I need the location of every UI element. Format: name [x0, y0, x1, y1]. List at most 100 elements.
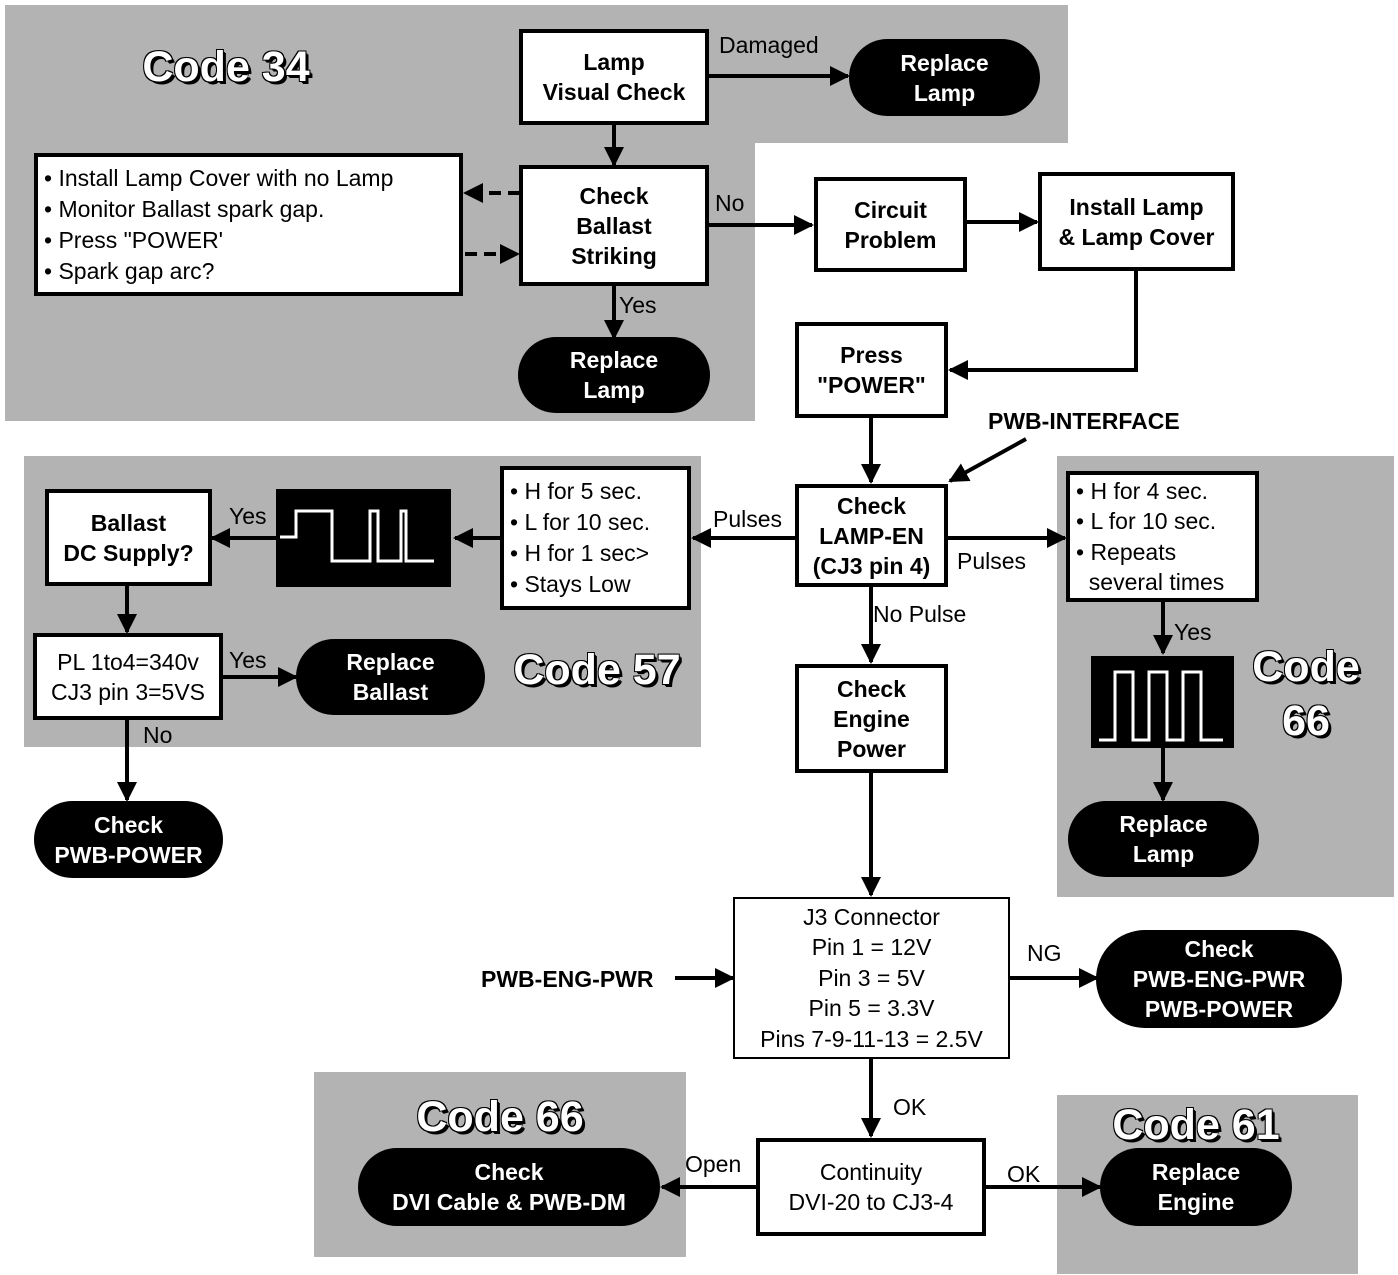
node-text: Circuit [854, 196, 927, 223]
list-item: • L for 10 sec. [510, 509, 651, 535]
node-text: Pins 7-9-11-13 = 2.5V [760, 1025, 983, 1052]
list-item: • H for 4 sec. [1076, 477, 1209, 504]
label-no-ballast: No [715, 190, 745, 216]
node-text: PWB-ENG-PWR [1132, 966, 1306, 992]
code-66-right-line1: Code [1252, 643, 1360, 691]
node-text: Replace [346, 649, 435, 675]
node-text: Lamp [913, 79, 976, 106]
node-text: Lamp [1132, 841, 1195, 867]
lamp-visual-check-box: Lamp Visual Check [519, 29, 709, 125]
continuity-box: Continuity DVI-20 to CJ3-4 [756, 1138, 986, 1236]
node-text: Engine [1157, 1189, 1235, 1215]
list-item: • Spark gap arc? [44, 257, 215, 284]
node-text: Pin 3 = 5V [818, 964, 925, 991]
replace-ballast-terminal: Replace Ballast [296, 639, 485, 715]
list-item: • L for 10 sec. [1076, 508, 1217, 534]
ballast-dc-supply-box: Ballast DC Supply? [45, 489, 212, 586]
code-34-title: Code 34 [142, 43, 310, 91]
code-61-title: Code 61 [1112, 1101, 1280, 1149]
node-text: PWB-POWER [54, 841, 203, 868]
node-text: Replace [1119, 811, 1208, 837]
node-text: Power [836, 735, 907, 762]
check-lamp-en-box: Check LAMP-EN (CJ3 pin 4) [795, 484, 948, 587]
waveform-57-trace [280, 509, 434, 563]
node-text: "POWER" [817, 372, 926, 398]
node-text: Check [474, 1159, 544, 1185]
node-text: (CJ3 pin 4) [812, 552, 931, 579]
label-pwb-eng-pwr: PWB-ENG-PWR [481, 966, 654, 992]
check-ballast-striking-box: Check Ballast Striking [519, 165, 709, 286]
press-power-box: Press "POWER" [795, 322, 948, 418]
replace-lamp-terminal-66: Replace Lamp [1068, 801, 1259, 877]
code-66-pulse-list: • H for 4 sec. • L for 10 sec. • Repeats… [1066, 471, 1259, 602]
spark-gap-steps-box: • Install Lamp Cover with no Lamp • Moni… [34, 153, 463, 296]
code-66-right-line2: 66 [1282, 697, 1330, 745]
label-ok-right: OK [1007, 1161, 1041, 1187]
node-text: LAMP-EN [819, 522, 924, 549]
code-66-bottom-title: Code 66 [416, 1093, 584, 1141]
node-text: Replace [900, 49, 989, 76]
circuit-problem-box: Circuit Problem [814, 177, 967, 272]
label-ok-down: OK [893, 1094, 927, 1120]
node-text: Check [579, 182, 649, 209]
label-pulses-right: Pulses [957, 548, 1027, 574]
node-text: & Lamp Cover [1058, 223, 1215, 250]
arrow-pwb-interface [948, 437, 1027, 483]
node-text: PL 1to4=340v [57, 648, 199, 675]
list-item: several times [1076, 569, 1225, 595]
node-text: Ballast [352, 679, 429, 705]
j3-connector-box: J3 Connector Pin 1 = 12V Pin 3 = 5V Pin … [733, 897, 1010, 1059]
node-text: Striking [571, 242, 657, 269]
node-text: DVI Cable & PWB-DM [392, 1189, 626, 1215]
label-yes-66: Yes [1174, 619, 1212, 645]
list-item: • Stays Low [510, 571, 631, 597]
node-text: Replace [569, 347, 659, 373]
label-yes-57-pl: Yes [229, 647, 267, 673]
node-text: Problem [844, 226, 937, 253]
code-57-title: Code 57 [513, 646, 681, 694]
label-open: Open [685, 1151, 742, 1177]
label-yes-ballast: Yes [619, 292, 657, 318]
label-pulses-left: Pulses [713, 506, 783, 532]
pl-voltage-check-box: PL 1to4=340v CJ3 pin 3=5VS [33, 633, 223, 720]
label-pwb-interface: PWB-INTERFACE [988, 408, 1180, 434]
node-text: Ballast [90, 509, 167, 536]
install-lamp-box: Install Lamp & Lamp Cover [1038, 172, 1235, 271]
node-text: Continuity [819, 1159, 923, 1185]
check-pwb-eng-pwr-terminal: Check PWB-ENG-PWR PWB-POWER [1096, 930, 1342, 1028]
node-text: Pin 1 = 12V [811, 934, 932, 961]
list-item: • H for 5 sec. [510, 478, 643, 504]
node-text: Lamp [583, 377, 645, 403]
code-57-pulse-list: • H for 5 sec. • L for 10 sec. • H for 1… [500, 466, 691, 610]
check-engine-power-box: Check Engine Power [795, 664, 948, 773]
code-66-waveform [1091, 656, 1234, 748]
replace-lamp-terminal-34: Replace Lamp [518, 337, 710, 413]
node-text: DC Supply? [63, 539, 194, 566]
node-text: Install Lamp [1069, 193, 1204, 220]
code-57-waveform [276, 489, 451, 587]
list-item: • Press "POWER' [44, 226, 224, 253]
node-text: Press [840, 342, 903, 368]
arrow-install-to-press [948, 271, 1138, 380]
label-no-pulse: No Pulse [873, 601, 967, 627]
list-item: • H for 1 sec> [510, 540, 650, 566]
check-dvi-cable-terminal: Check DVI Cable & PWB-DM [358, 1148, 660, 1226]
label-yes-57-scope: Yes [229, 503, 267, 529]
label-no-57: No [143, 722, 173, 748]
node-text: Engine [833, 705, 910, 732]
replace-engine-terminal: Replace Engine [1100, 1148, 1292, 1226]
node-text: Replace [1151, 1159, 1241, 1185]
waveform-66-trace [1099, 670, 1223, 742]
label-damaged: Damaged [719, 32, 819, 58]
label-ng: NG [1027, 940, 1062, 966]
node-text: Visual Check [542, 79, 686, 105]
node-text: Check [93, 811, 164, 838]
node-text: Lamp [583, 49, 645, 75]
replace-lamp-terminal-top: Replace Lamp [849, 39, 1040, 116]
list-item: • Monitor Ballast spark gap. [44, 195, 325, 222]
code-66-right-title: Code 66 [1236, 640, 1376, 748]
node-text: Check [1184, 936, 1254, 962]
list-item: • Install Lamp Cover with no Lamp [44, 164, 394, 191]
check-pwb-power-terminal: Check PWB-POWER [34, 801, 223, 878]
